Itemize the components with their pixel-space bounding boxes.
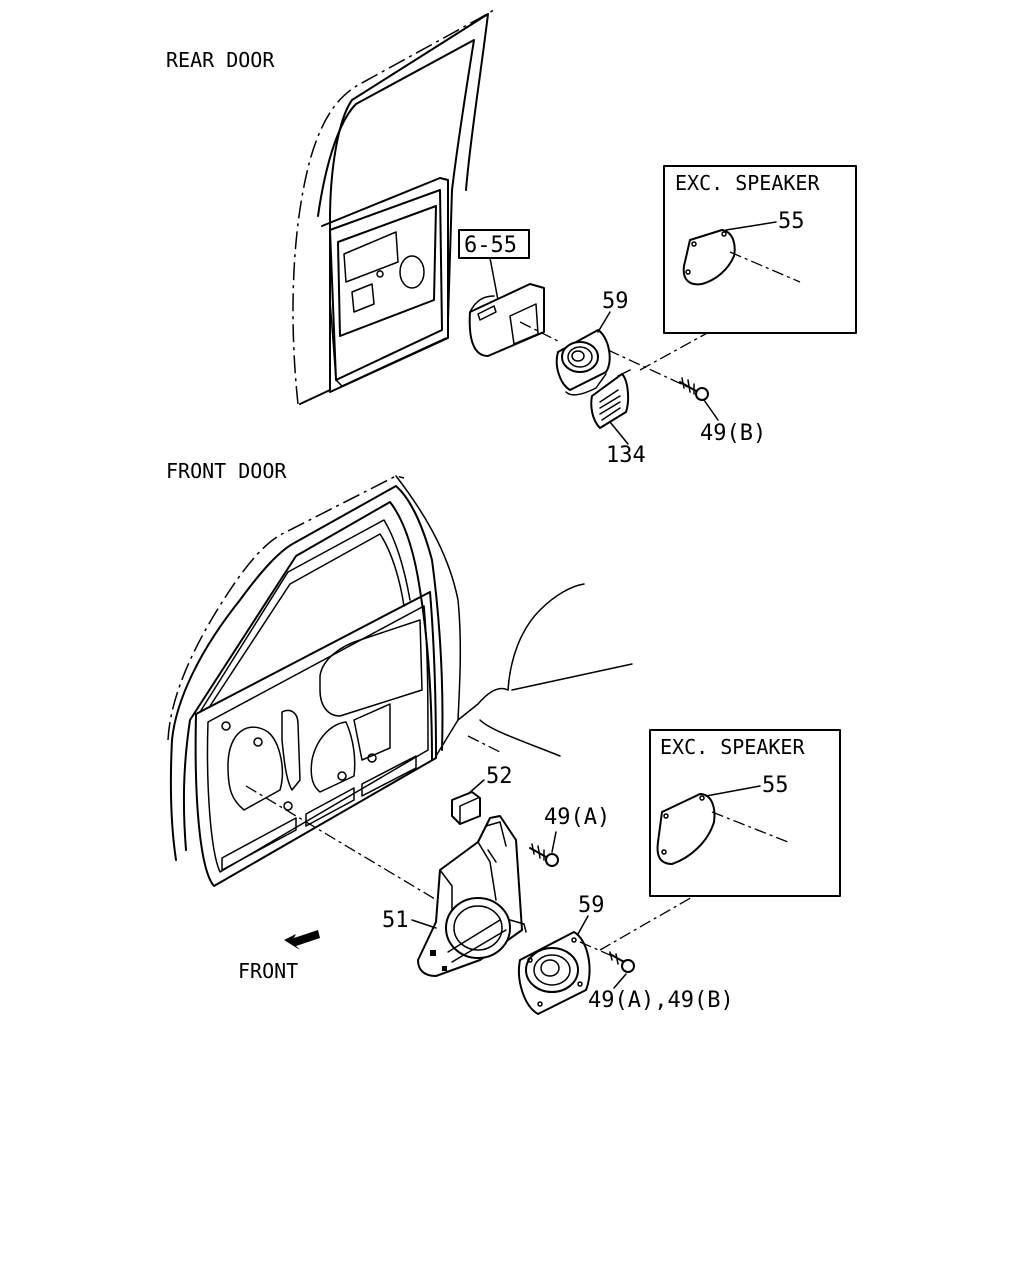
rear-speaker-housing (468, 283, 545, 357)
front-screws-label: 49(A),49(B) (588, 988, 734, 1013)
front-screw-ab: 49(A),49(B) (588, 951, 734, 1013)
rear-door-panel (292, 9, 495, 405)
rear-inset-title: EXC. SPEAKER (675, 171, 820, 195)
rear-exc-speaker-inset: EXC. SPEAKER 55 (663, 165, 857, 334)
rear-grille-label: 134 (606, 443, 646, 468)
front-arrow-icon (284, 930, 320, 950)
front-body-outline (395, 475, 633, 757)
front-arrow-label: FRONT (238, 959, 298, 983)
rear-screw-label: 49(B) (700, 421, 766, 446)
front-speaker-bracket: 51 (382, 815, 527, 977)
rear-inset-part-label: 55 (778, 209, 805, 234)
rear-door-title: REAR DOOR (166, 48, 275, 72)
front-screw-a: 49(A) (529, 805, 610, 867)
front-inset-part-label: 55 (762, 773, 789, 798)
front-door-title: FRONT DOOR (166, 459, 287, 483)
rear-speaker: 59 (555, 289, 629, 396)
rear-ref-box: 6-55 (458, 229, 530, 301)
front-inset-title: EXC. SPEAKER (660, 735, 805, 759)
front-direction-indicator: FRONT (238, 930, 320, 983)
rear-screw: 49(B) (679, 377, 766, 446)
front-screw-a-label: 49(A) (544, 805, 610, 830)
front-speaker-label: 59 (578, 893, 605, 918)
rear-speaker-label: 59 (602, 289, 629, 314)
front-exc-speaker-inset: EXC. SPEAKER 55 (649, 729, 841, 897)
rear-ref-label: 6-55 (464, 233, 517, 258)
front-clip-label: 52 (486, 764, 513, 789)
front-clip: 52 (451, 764, 513, 825)
rear-grille: 134 (590, 369, 646, 468)
front-speaker: 59 (518, 893, 605, 1015)
front-door-panel (167, 475, 444, 887)
front-bracket-label: 51 (382, 908, 409, 933)
